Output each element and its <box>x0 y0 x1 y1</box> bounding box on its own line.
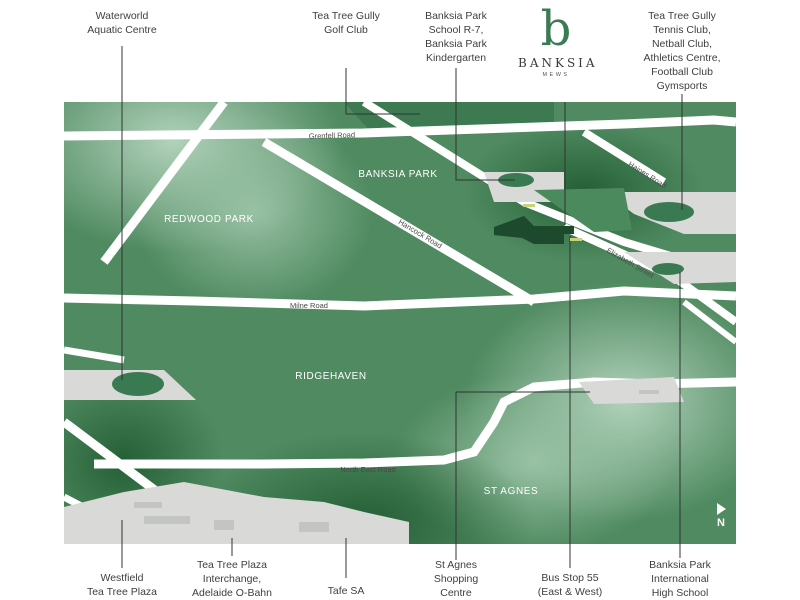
callout-shopping-centre: St Agnes Shopping Centre <box>433 559 479 599</box>
north-label: N <box>717 517 725 529</box>
map-area: BANKSIA PARK REDWOOD PARK RIDGEHAVEN ST … <box>64 102 736 544</box>
callout-westfield: Westfield Tea Tree Plaza <box>86 572 158 598</box>
suburb-banksia-park: BANKSIA PARK <box>358 169 437 180</box>
brand-subtitle: MEWS <box>542 72 570 78</box>
map-canvas: BANKSIA PARK REDWOOD PARK RIDGEHAVEN ST … <box>64 102 736 544</box>
development-area <box>534 188 632 232</box>
logo-mark: b <box>540 1 572 57</box>
callout-waterworld: Waterworld Aquatic Centre <box>87 10 157 36</box>
suburb-st-agnes: ST AGNES <box>484 486 539 497</box>
brand-logo: b BANKSIA MEWS <box>518 1 598 78</box>
sports-oval <box>644 202 694 222</box>
brand-name: BANKSIA <box>518 56 598 70</box>
callout-sports-clubs: Tea Tree Gully Tennis Club, Netball Club… <box>643 10 721 92</box>
school-oval <box>498 173 534 187</box>
north-arrow-icon <box>716 503 726 515</box>
north-indicator: N <box>713 503 729 529</box>
callout-golf-club: Tea Tree Gully Golf Club <box>312 10 380 36</box>
hancock-road <box>261 138 537 306</box>
shopping-centre-block <box>579 377 684 404</box>
suburb-ridgehaven: RIDGEHAVEN <box>295 371 366 382</box>
road-label-north-east: North East Road <box>340 465 395 474</box>
waterworld-oval <box>112 372 164 396</box>
banksia-mews-site <box>494 216 574 244</box>
callout-interchange: Tea Tree Plaza Interchange, Adelaide O-B… <box>192 559 272 599</box>
suburb-redwood-park: REDWOOD PARK <box>164 214 254 225</box>
callout-bus-stop: Bus Stop 55 (East & West) <box>537 572 603 598</box>
callout-tafe: Tafe SA <box>327 585 365 597</box>
grenfell-road <box>64 115 736 141</box>
milne-road <box>64 286 736 311</box>
high-school-oval <box>652 263 684 275</box>
haines-road <box>581 128 667 186</box>
callout-high-school: Banksia Park International High School <box>649 559 711 599</box>
road-label-milne: Milne Road <box>290 301 328 310</box>
road-label-grenfell: Grenfell Road <box>309 130 356 141</box>
callout-school: Banksia Park School R-7, Banksia Park Ki… <box>425 10 487 64</box>
